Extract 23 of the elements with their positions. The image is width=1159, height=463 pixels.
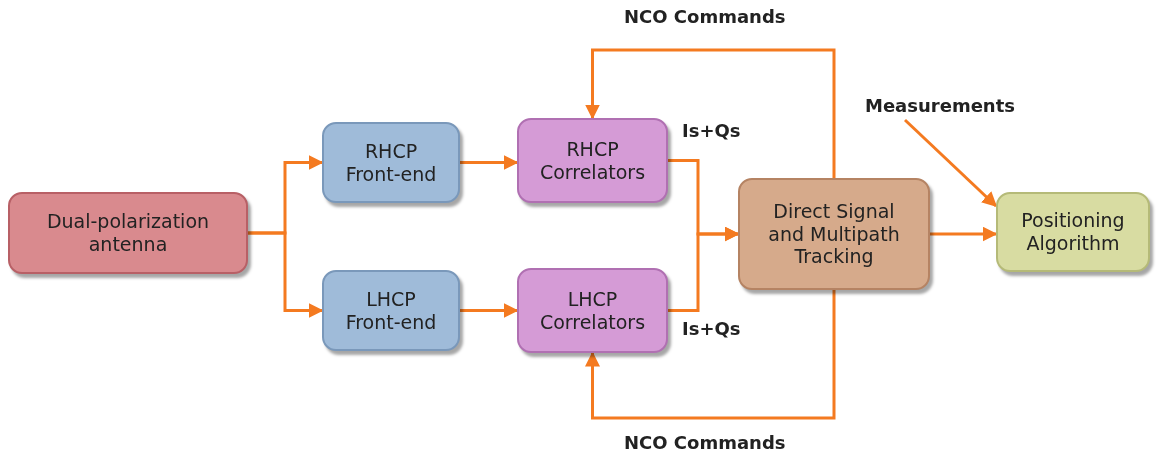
- arrow: [668, 226, 740, 312]
- arrow: [585, 48, 836, 178]
- box-label: Dual-polarization antenna: [45, 210, 211, 256]
- arrow: [460, 303, 519, 318]
- arrow: [585, 290, 836, 420]
- box-label: Positioning Algorithm: [1020, 209, 1126, 255]
- process-box: [322, 270, 460, 351]
- arrow: [248, 231, 324, 318]
- process-box: [996, 192, 1150, 272]
- box-label: RHCP Front-end: [344, 139, 438, 186]
- annotation-text: Measurements: [865, 94, 1015, 116]
- process-box: [517, 118, 668, 203]
- box-label: LHCP Correlators: [538, 287, 647, 334]
- process-box: [8, 192, 248, 274]
- box-label: RHCP Correlators: [538, 137, 647, 184]
- process-box: [322, 122, 460, 203]
- process-box: [738, 178, 930, 290]
- process-box: [517, 268, 668, 353]
- arrow: [930, 226, 998, 242]
- box-label: LHCP Front-end: [344, 287, 438, 334]
- arrow: [903, 118, 998, 208]
- box-label: Direct Signal and Multipath Tracking: [767, 199, 901, 269]
- arrow: [460, 155, 519, 170]
